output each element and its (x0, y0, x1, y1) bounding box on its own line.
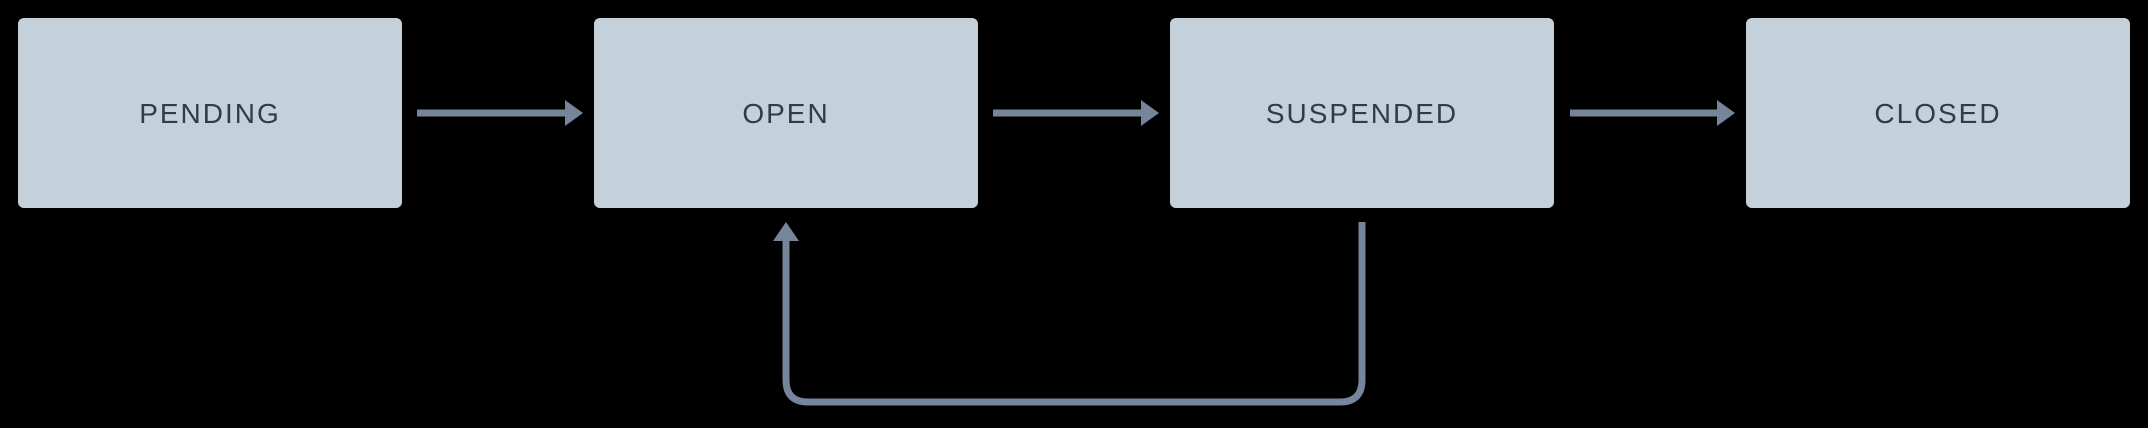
node-open: OPEN (594, 18, 978, 208)
node-closed-label: CLOSED (1874, 98, 2001, 129)
edge-suspended-closed (1570, 100, 1735, 126)
node-suspended-label: SUSPENDED (1266, 98, 1458, 129)
node-pending: PENDING (18, 18, 402, 208)
arrowhead-right-icon (565, 100, 583, 126)
node-open-box (594, 18, 978, 208)
edge-open-suspended (993, 100, 1159, 126)
node-pending-box (18, 18, 402, 208)
node-pending-label: PENDING (139, 98, 281, 129)
node-open-label: OPEN (742, 98, 829, 129)
node-closed: CLOSED (1746, 18, 2130, 208)
node-closed-box (1746, 18, 2130, 208)
node-suspended: SUSPENDED (1170, 18, 1554, 208)
edge-pending-open (417, 100, 583, 126)
arrowhead-right-icon (1141, 100, 1159, 126)
edge-suspended-open-loop-line (782, 222, 1366, 406)
node-suspended-box (1170, 18, 1554, 208)
arrowhead-up-icon (773, 222, 799, 241)
edge-suspended-open-loop (773, 222, 1366, 406)
arrowhead-right-icon (1717, 100, 1735, 126)
